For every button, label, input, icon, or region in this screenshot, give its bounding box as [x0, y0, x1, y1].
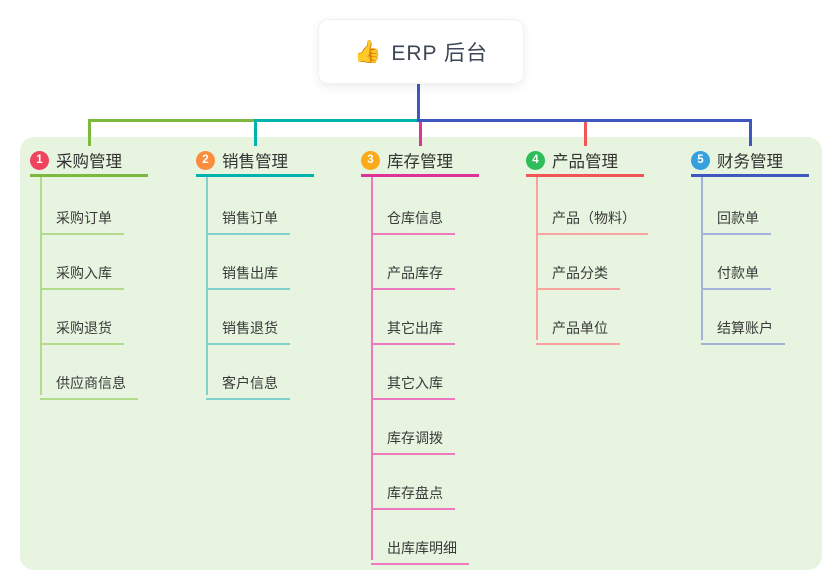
branch-number-badge-1: 1: [30, 150, 49, 170]
branch-label-4: 产品管理: [552, 153, 618, 171]
branch-node-5[interactable]: 5 财务管理: [691, 146, 809, 174]
branch-label-3: 库存管理: [387, 153, 453, 171]
root-node[interactable]: 👍 ERP 后台: [318, 19, 524, 84]
child-node-1-1[interactable]: 采购订单: [40, 198, 124, 235]
child-node-3-1[interactable]: 仓库信息: [371, 198, 455, 235]
branch-node-2[interactable]: 2 销售管理: [196, 146, 314, 174]
child-node-1-4[interactable]: 供应商信息: [40, 363, 138, 400]
branch-number-badge-5: 5: [691, 150, 710, 170]
child-node-4-1[interactable]: 产品（物料）: [536, 198, 648, 235]
branch-underline-5: [691, 174, 809, 177]
branch-node-1[interactable]: 1 采购管理: [30, 146, 148, 174]
branch-underline-3: [361, 174, 479, 177]
connector-horizontal-2: [253, 119, 420, 122]
branch-node-3[interactable]: 3 库存管理: [361, 146, 479, 174]
root-node-label: ERP 后台: [391, 41, 489, 65]
child-node-2-4[interactable]: 客户信息: [206, 363, 290, 400]
child-node-3-7[interactable]: 出库库明细: [371, 528, 469, 565]
children-spine-4: [536, 177, 538, 340]
branch-number-badge-4: 4: [526, 150, 545, 170]
connector-drop-2: [253, 119, 257, 146]
connector-drop-4: [583, 119, 587, 146]
child-node-4-3[interactable]: 产品单位: [536, 308, 620, 345]
child-node-1-2[interactable]: 采购入库: [40, 253, 124, 290]
thumbs-up-icon: 👍: [353, 38, 382, 64]
children-spine-2: [206, 177, 208, 395]
branch-number-badge-3: 3: [361, 150, 380, 170]
branch-label-2: 销售管理: [222, 153, 288, 171]
connector-drop-3: [418, 119, 422, 146]
child-node-2-3[interactable]: 销售退货: [206, 308, 290, 345]
child-node-4-2[interactable]: 产品分类: [536, 253, 620, 290]
child-node-3-5[interactable]: 库存调拨: [371, 418, 455, 455]
child-node-3-3[interactable]: 其它出库: [371, 308, 455, 345]
child-node-5-1[interactable]: 回款单: [701, 198, 771, 235]
branch-underline-4: [526, 174, 644, 177]
branch-node-4[interactable]: 4 产品管理: [526, 146, 644, 174]
child-node-3-6[interactable]: 库存盘点: [371, 473, 455, 510]
child-node-2-1[interactable]: 销售订单: [206, 198, 290, 235]
branch-underline-2: [196, 174, 314, 177]
child-node-5-3[interactable]: 结算账户: [701, 308, 785, 345]
child-node-2-2[interactable]: 销售出库: [206, 253, 290, 290]
branch-number-badge-2: 2: [196, 150, 215, 170]
connector-drop-1: [87, 119, 91, 146]
child-node-3-2[interactable]: 产品库存: [371, 253, 455, 290]
connector-drop-5: [748, 119, 752, 146]
mindmap-panel-background: [20, 137, 822, 570]
child-node-5-2[interactable]: 付款单: [701, 253, 771, 290]
children-spine-5: [701, 177, 703, 340]
connector-horizontal-5: [416, 119, 752, 122]
children-spine-1: [40, 177, 42, 395]
child-node-3-4[interactable]: 其它入库: [371, 363, 455, 400]
branch-label-1: 采购管理: [56, 153, 122, 171]
branch-label-5: 财务管理: [717, 153, 783, 171]
branch-underline-1: [30, 174, 148, 177]
child-node-1-3[interactable]: 采购退货: [40, 308, 124, 345]
children-spine-3: [371, 177, 373, 560]
connector-root-vertical-5: [416, 82, 420, 122]
